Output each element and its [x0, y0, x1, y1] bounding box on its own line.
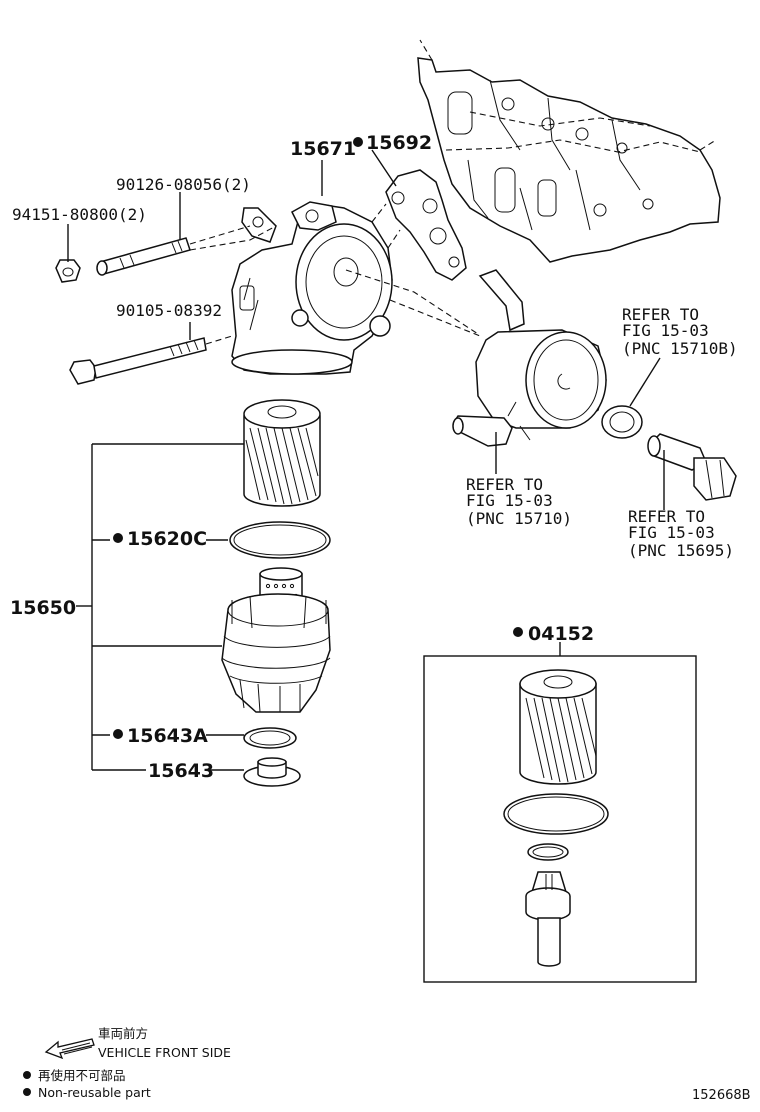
- non-reusable-dot-15620c: [113, 533, 123, 543]
- bolt-90105: [69, 335, 233, 385]
- label-15643a: 15643A: [127, 725, 208, 747]
- ref2-line1: REFER TO: [466, 475, 543, 494]
- assembly-lines: [345, 203, 481, 337]
- non-reusable-dot-15643a: [113, 729, 123, 739]
- label-15671: 15671: [290, 138, 356, 160]
- engine-block: [417, 39, 721, 263]
- oil-filter-cap: [221, 567, 331, 713]
- legend-dot-icon-2: [23, 1088, 31, 1096]
- union-bolt-ref-15695: [647, 433, 737, 501]
- oil-filter-element: [243, 399, 321, 507]
- label-15643: 15643: [148, 760, 214, 782]
- legend: 車両前方 VEHICLE FRONT SIDE 再使用不可部品 Non-reus…: [23, 1026, 231, 1100]
- legend-dot-icon: [23, 1071, 31, 1079]
- stud-bolt-90126: [96, 225, 277, 276]
- figure-number: 152668B: [692, 1088, 751, 1103]
- legend-front-jp: 車両前方: [98, 1026, 148, 1041]
- label-15650: 15650: [10, 597, 76, 619]
- label-15620c: 15620C: [127, 528, 207, 550]
- ref3-line1: REFER TO: [628, 507, 705, 526]
- o-ring-15620c: [229, 521, 331, 559]
- label-90126-08056: 90126-08056(2): [116, 175, 251, 194]
- o-ring-15643a: [243, 727, 297, 749]
- legend-nonreuse-en: Non-reusable part: [38, 1085, 151, 1100]
- ref2-line3: (PNC 15710): [466, 509, 572, 528]
- ref3-line3: (PNC 15695): [628, 541, 734, 560]
- legend-front-en: VEHICLE FRONT SIDE: [98, 1045, 231, 1060]
- label-15692: 15692: [366, 132, 432, 154]
- label-90105-08392: 90105-08392: [116, 301, 222, 320]
- kit-box-04152: [423, 655, 697, 983]
- nut-94151: [55, 259, 81, 283]
- gasket-15692: [385, 169, 467, 281]
- leader-lines: [67, 149, 665, 656]
- non-reusable-dot-04152: [513, 627, 523, 637]
- ref2-line2: FIG 15-03: [466, 491, 553, 510]
- ref1-line3: (PNC 15710B): [622, 339, 738, 358]
- part-number-labels: 15671 15692 90126-08056(2) 94151-80800(2…: [10, 132, 594, 782]
- label-04152: 04152: [528, 623, 594, 645]
- oil-cooler: [452, 269, 607, 447]
- non-reusable-dot-15692: [353, 137, 363, 147]
- oil-filter-bracket-15671: [231, 201, 393, 375]
- reference-notes: REFER TO FIG 15-03 (PNC 15710B) REFER TO…: [466, 305, 738, 560]
- ref1-line1: REFER TO: [622, 305, 699, 324]
- drain-plug-15643: [243, 757, 301, 787]
- label-94151-80800: 94151-80800(2): [12, 205, 147, 224]
- ref3-line2: FIG 15-03: [628, 523, 715, 542]
- washer-ref-15710b: [601, 405, 643, 439]
- assembly-bracket-15650: [76, 443, 244, 771]
- legend-nonreuse-jp: 再使用不可部品: [38, 1068, 126, 1083]
- ref1-line2: FIG 15-03: [622, 321, 709, 340]
